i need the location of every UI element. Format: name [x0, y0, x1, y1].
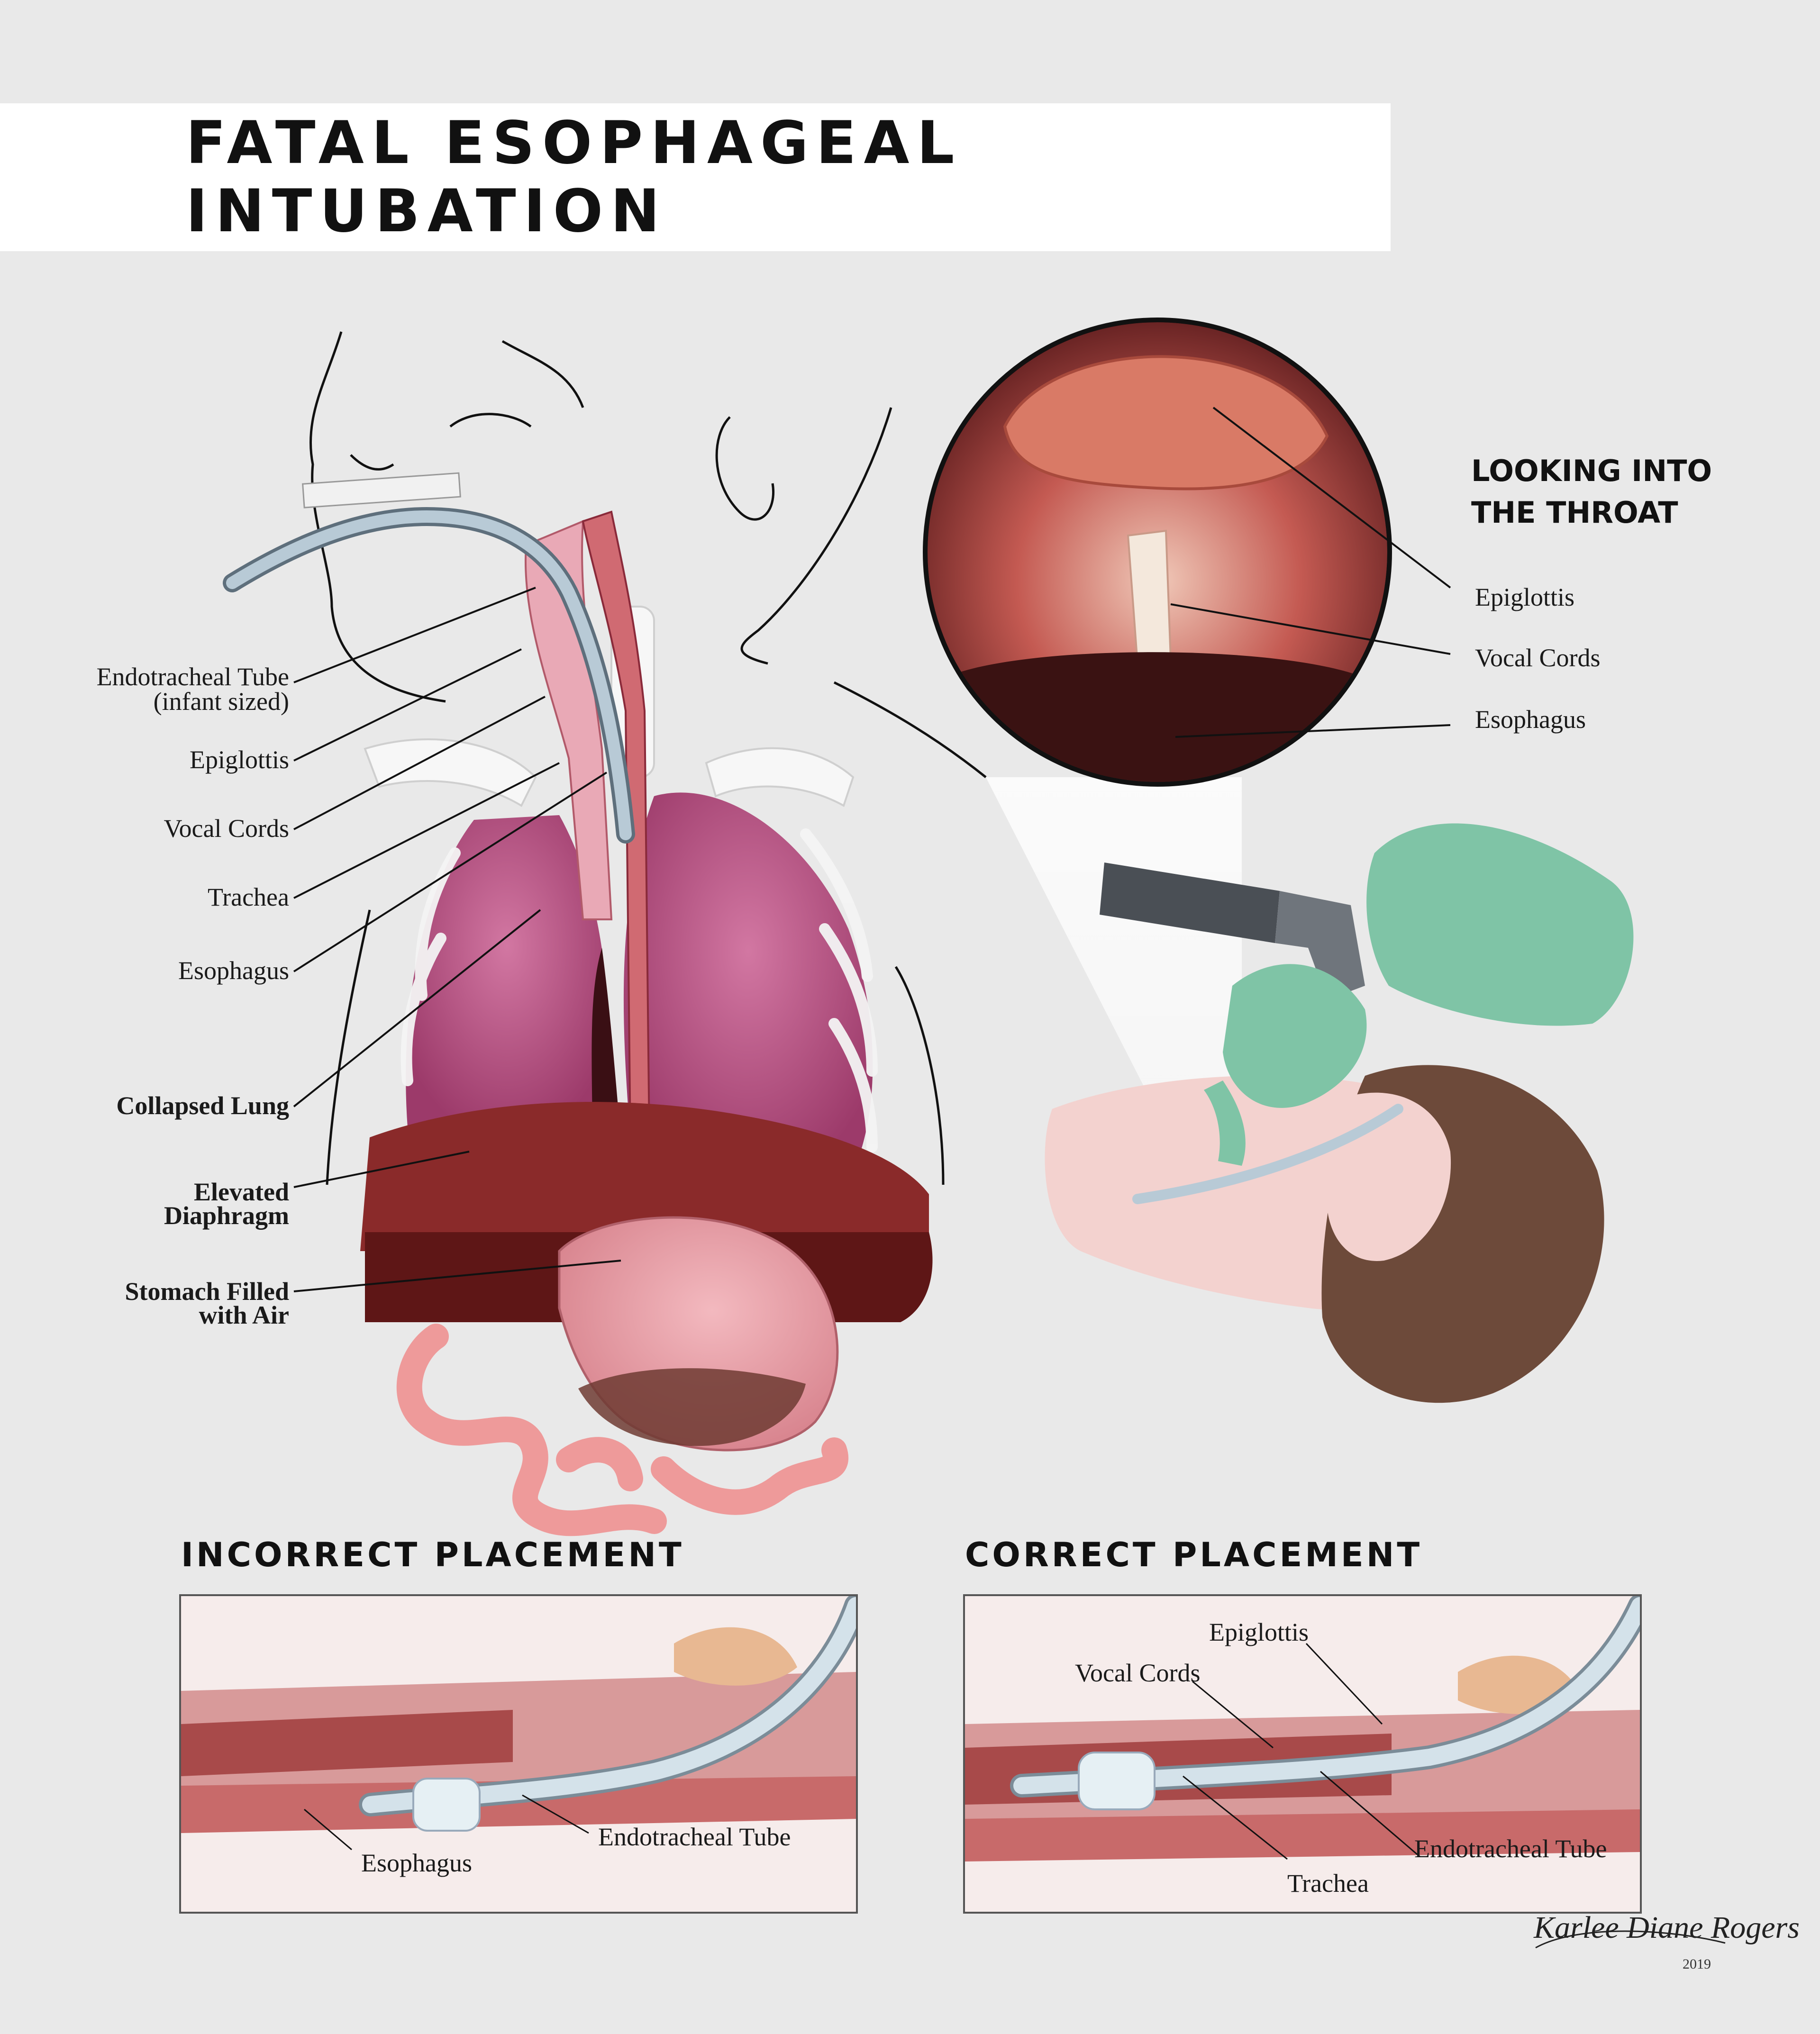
correct-label-vocal-cords: Vocal Cords [1075, 1659, 1201, 1687]
label-elevated-diaphragm-line2: Diaphragm [164, 1201, 289, 1230]
throat-label-epiglottis: Epiglottis [1475, 583, 1575, 611]
label-elevated-diaphragm: Elevated Diaphragm [71, 1178, 289, 1230]
incorrect-placement-panel: Esophagus Endotracheal Tube [179, 1594, 858, 1914]
throat-heading: LOOKING INTO THE THROAT [1471, 450, 1712, 534]
throat-heading-line1: LOOKING INTO [1471, 454, 1712, 488]
correct-placement-panel: Epiglottis Vocal Cords Endotracheal Tube… [963, 1594, 1642, 1914]
label-endotracheal-tube-line2: (infant sized) [153, 687, 289, 716]
throat-heading-line2: THE THROAT [1471, 495, 1678, 530]
artist-signature: Karlee Diane Rogers [1534, 1910, 1800, 1945]
signature-year: 2019 [1683, 1956, 1711, 1972]
page-title: FATAL ESOPHAGEAL INTUBATION [186, 109, 962, 245]
label-endotracheal-tube: Endotracheal Tube (infant sized) [71, 663, 289, 716]
throat-label-vocal-cords: Vocal Cords [1475, 644, 1601, 672]
label-collapsed-lung: Collapsed Lung [116, 1091, 289, 1120]
label-trachea: Trachea [208, 883, 289, 911]
label-vocal-cords: Vocal Cords [164, 814, 290, 843]
label-epiglottis: Epiglottis [189, 745, 289, 774]
incorrect-label-esophagus: Esophagus [361, 1849, 472, 1877]
label-elevated-diaphragm-line1: Elevated [194, 1178, 289, 1206]
correct-label-trachea: Trachea [1287, 1869, 1369, 1898]
label-stomach-filled-line1: Stomach Filled [125, 1277, 290, 1306]
label-stomach-filled: Stomach Filled with Air [71, 1277, 290, 1329]
left-leader-lines [293, 587, 621, 1292]
label-endotracheal-tube-line1: Endotracheal Tube [96, 663, 289, 691]
incorrect-placement-heading: INCORRECT PLACEMENT [181, 1535, 684, 1574]
throat-label-esophagus: Esophagus [1475, 705, 1586, 734]
correct-label-endotracheal-tube: Endotracheal Tube [1414, 1834, 1607, 1863]
incorrect-placement-diagram [181, 1596, 856, 1912]
label-stomach-filled-line2: with Air [199, 1301, 289, 1329]
title-banner [0, 103, 1391, 251]
incorrect-label-endotracheal-tube: Endotracheal Tube [598, 1823, 791, 1851]
correct-label-epiglottis: Epiglottis [1209, 1618, 1309, 1646]
correct-placement-diagram [965, 1596, 1640, 1912]
label-esophagus: Esophagus [178, 956, 289, 985]
throat-leader-lines [1170, 407, 1451, 738]
correct-placement-heading: CORRECT PLACEMENT [965, 1535, 1423, 1574]
infant-outline [309, 331, 987, 1185]
